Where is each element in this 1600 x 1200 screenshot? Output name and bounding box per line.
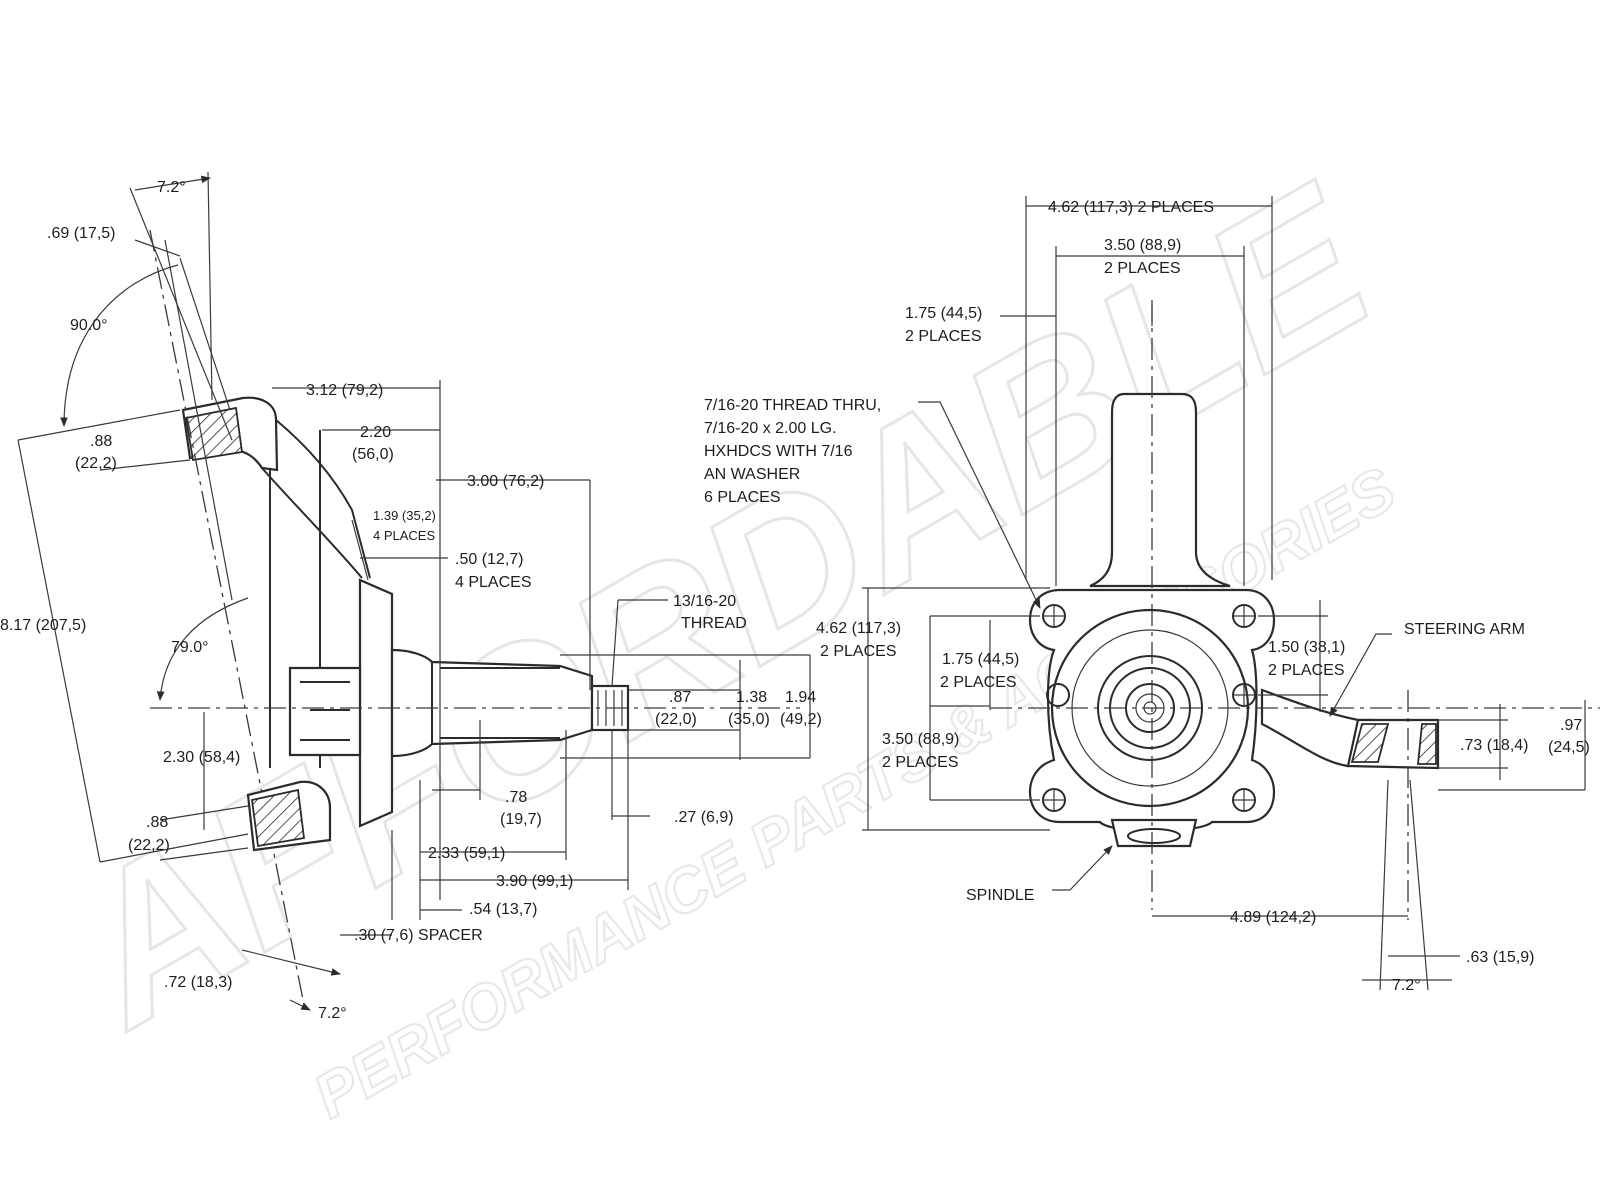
label-dim-150-a: 1.50 (38,1) [1268, 639, 1345, 656]
label-dim-194-b: (49,2) [780, 711, 822, 728]
label-dim-220-b: (56,0) [352, 446, 394, 463]
label-dim-462-top: 4.62 (117,3) 2 PLACES [1048, 199, 1214, 216]
side-view: 7.2° .69 (17,5) 90.0° .88 (22,2) 8.17 (2… [0, 171, 822, 1022]
label-dim-097-b: (24,5) [1548, 739, 1590, 756]
label-angle-top: 7.2° [157, 179, 186, 196]
label-dim-139-a: 1.39 (35,2) [373, 508, 436, 523]
lower-arm [246, 780, 332, 852]
label-dim-078-a: .78 [505, 789, 527, 806]
label-angle-72: 7.2° [1392, 977, 1421, 994]
label-dim-138-b: (35,0) [728, 711, 770, 728]
label-dim-390: 3.90 (99,1) [496, 873, 573, 890]
label-note-4: AN WASHER [704, 466, 800, 483]
label-dim-175-left-b: 2 PLACES [940, 674, 1016, 691]
label-dim-097-a: .97 [1560, 717, 1582, 734]
label-dim-087-b: (22,0) [655, 711, 697, 728]
label-dim-088-bot-b: (22,2) [128, 837, 170, 854]
label-dim-230: 2.30 (58,4) [163, 749, 240, 766]
label-note-5: 6 PLACES [704, 489, 780, 506]
label-dim-175-left-a: 1.75 (44,5) [942, 651, 1019, 668]
label-dim-489: 4.89 (124,2) [1230, 909, 1316, 926]
label-dim-088-top-b: (22,2) [75, 455, 117, 472]
label-dim-817: 8.17 (207,5) [0, 617, 86, 634]
label-dim-073: .73 (18,4) [1460, 737, 1528, 754]
label-spindle: SPINDLE [966, 887, 1034, 904]
label-dim-030: .30 (7,6) SPACER [354, 927, 483, 944]
bolt-holes [1042, 604, 1256, 812]
label-dim-027: .27 (6,9) [674, 809, 734, 826]
label-dim-139-b: 4 PLACES [373, 528, 435, 543]
label-dim-220-a: 2.20 [360, 424, 391, 441]
label-dim-088-bot-a: .88 [146, 814, 168, 831]
label-dim-072: .72 (18,3) [164, 974, 232, 991]
label-dim-312: 3.12 (79,2) [306, 382, 383, 399]
label-angle-79: 79.0° [171, 639, 209, 656]
label-note-3: HXHDCS WITH 7/16 [704, 443, 853, 460]
label-dim-063: .63 (15,9) [1466, 949, 1534, 966]
label-angle-bottom: 7.2° [318, 1005, 347, 1022]
label-dim-462-left-b: 2 PLACES [820, 643, 896, 660]
label-thread-b: THREAD [681, 615, 747, 632]
label-dim-350-top-b: 2 PLACES [1104, 260, 1180, 277]
label-dim-462-left-a: 4.62 (117,3) [816, 620, 901, 637]
spindle-shaft [390, 648, 630, 758]
label-steering-arm: STEERING ARM [1404, 621, 1525, 638]
label-dim-087-a: .87 [669, 689, 691, 706]
label-dim-175-top-a: 1.75 (44,5) [905, 305, 982, 322]
label-dim-138-a: 1.38 [736, 689, 767, 706]
label-dim-050-b: 4 PLACES [455, 574, 531, 591]
label-dim-150-b: 2 PLACES [1268, 662, 1344, 679]
label-note-1: 7/16-20 THREAD THRU, [704, 397, 881, 414]
label-dim-088-top-a: .88 [90, 433, 112, 450]
label-dim-233: 2.33 (59,1) [428, 845, 505, 862]
label-dim-300: 3.00 (76,2) [467, 473, 544, 490]
label-dim-350-left-b: 2 PLACES [882, 754, 958, 771]
front-view: 4.62 (117,3) 2 PLACES 3.50 (88,9) 2 PLAC… [704, 196, 1600, 994]
label-dim-194-a: 1.94 [785, 689, 816, 706]
steering-arm [1260, 688, 1440, 770]
label-dim-050-a: .50 (12,7) [455, 551, 523, 568]
label-angle-90: 90.0° [70, 317, 108, 334]
label-dim-054: .54 (13,7) [469, 901, 537, 918]
label-thread-a: 13/16-20 [673, 593, 736, 610]
label-dim-350-left-a: 3.50 (88,9) [882, 731, 959, 748]
label-dim-069: .69 (17,5) [47, 225, 115, 242]
label-dim-350-top-a: 3.50 (88,9) [1104, 237, 1181, 254]
label-dim-175-top-b: 2 PLACES [905, 328, 981, 345]
label-note-2: 7/16-20 x 2.00 LG. [704, 420, 837, 437]
label-dim-078-b: (19,7) [500, 811, 542, 828]
